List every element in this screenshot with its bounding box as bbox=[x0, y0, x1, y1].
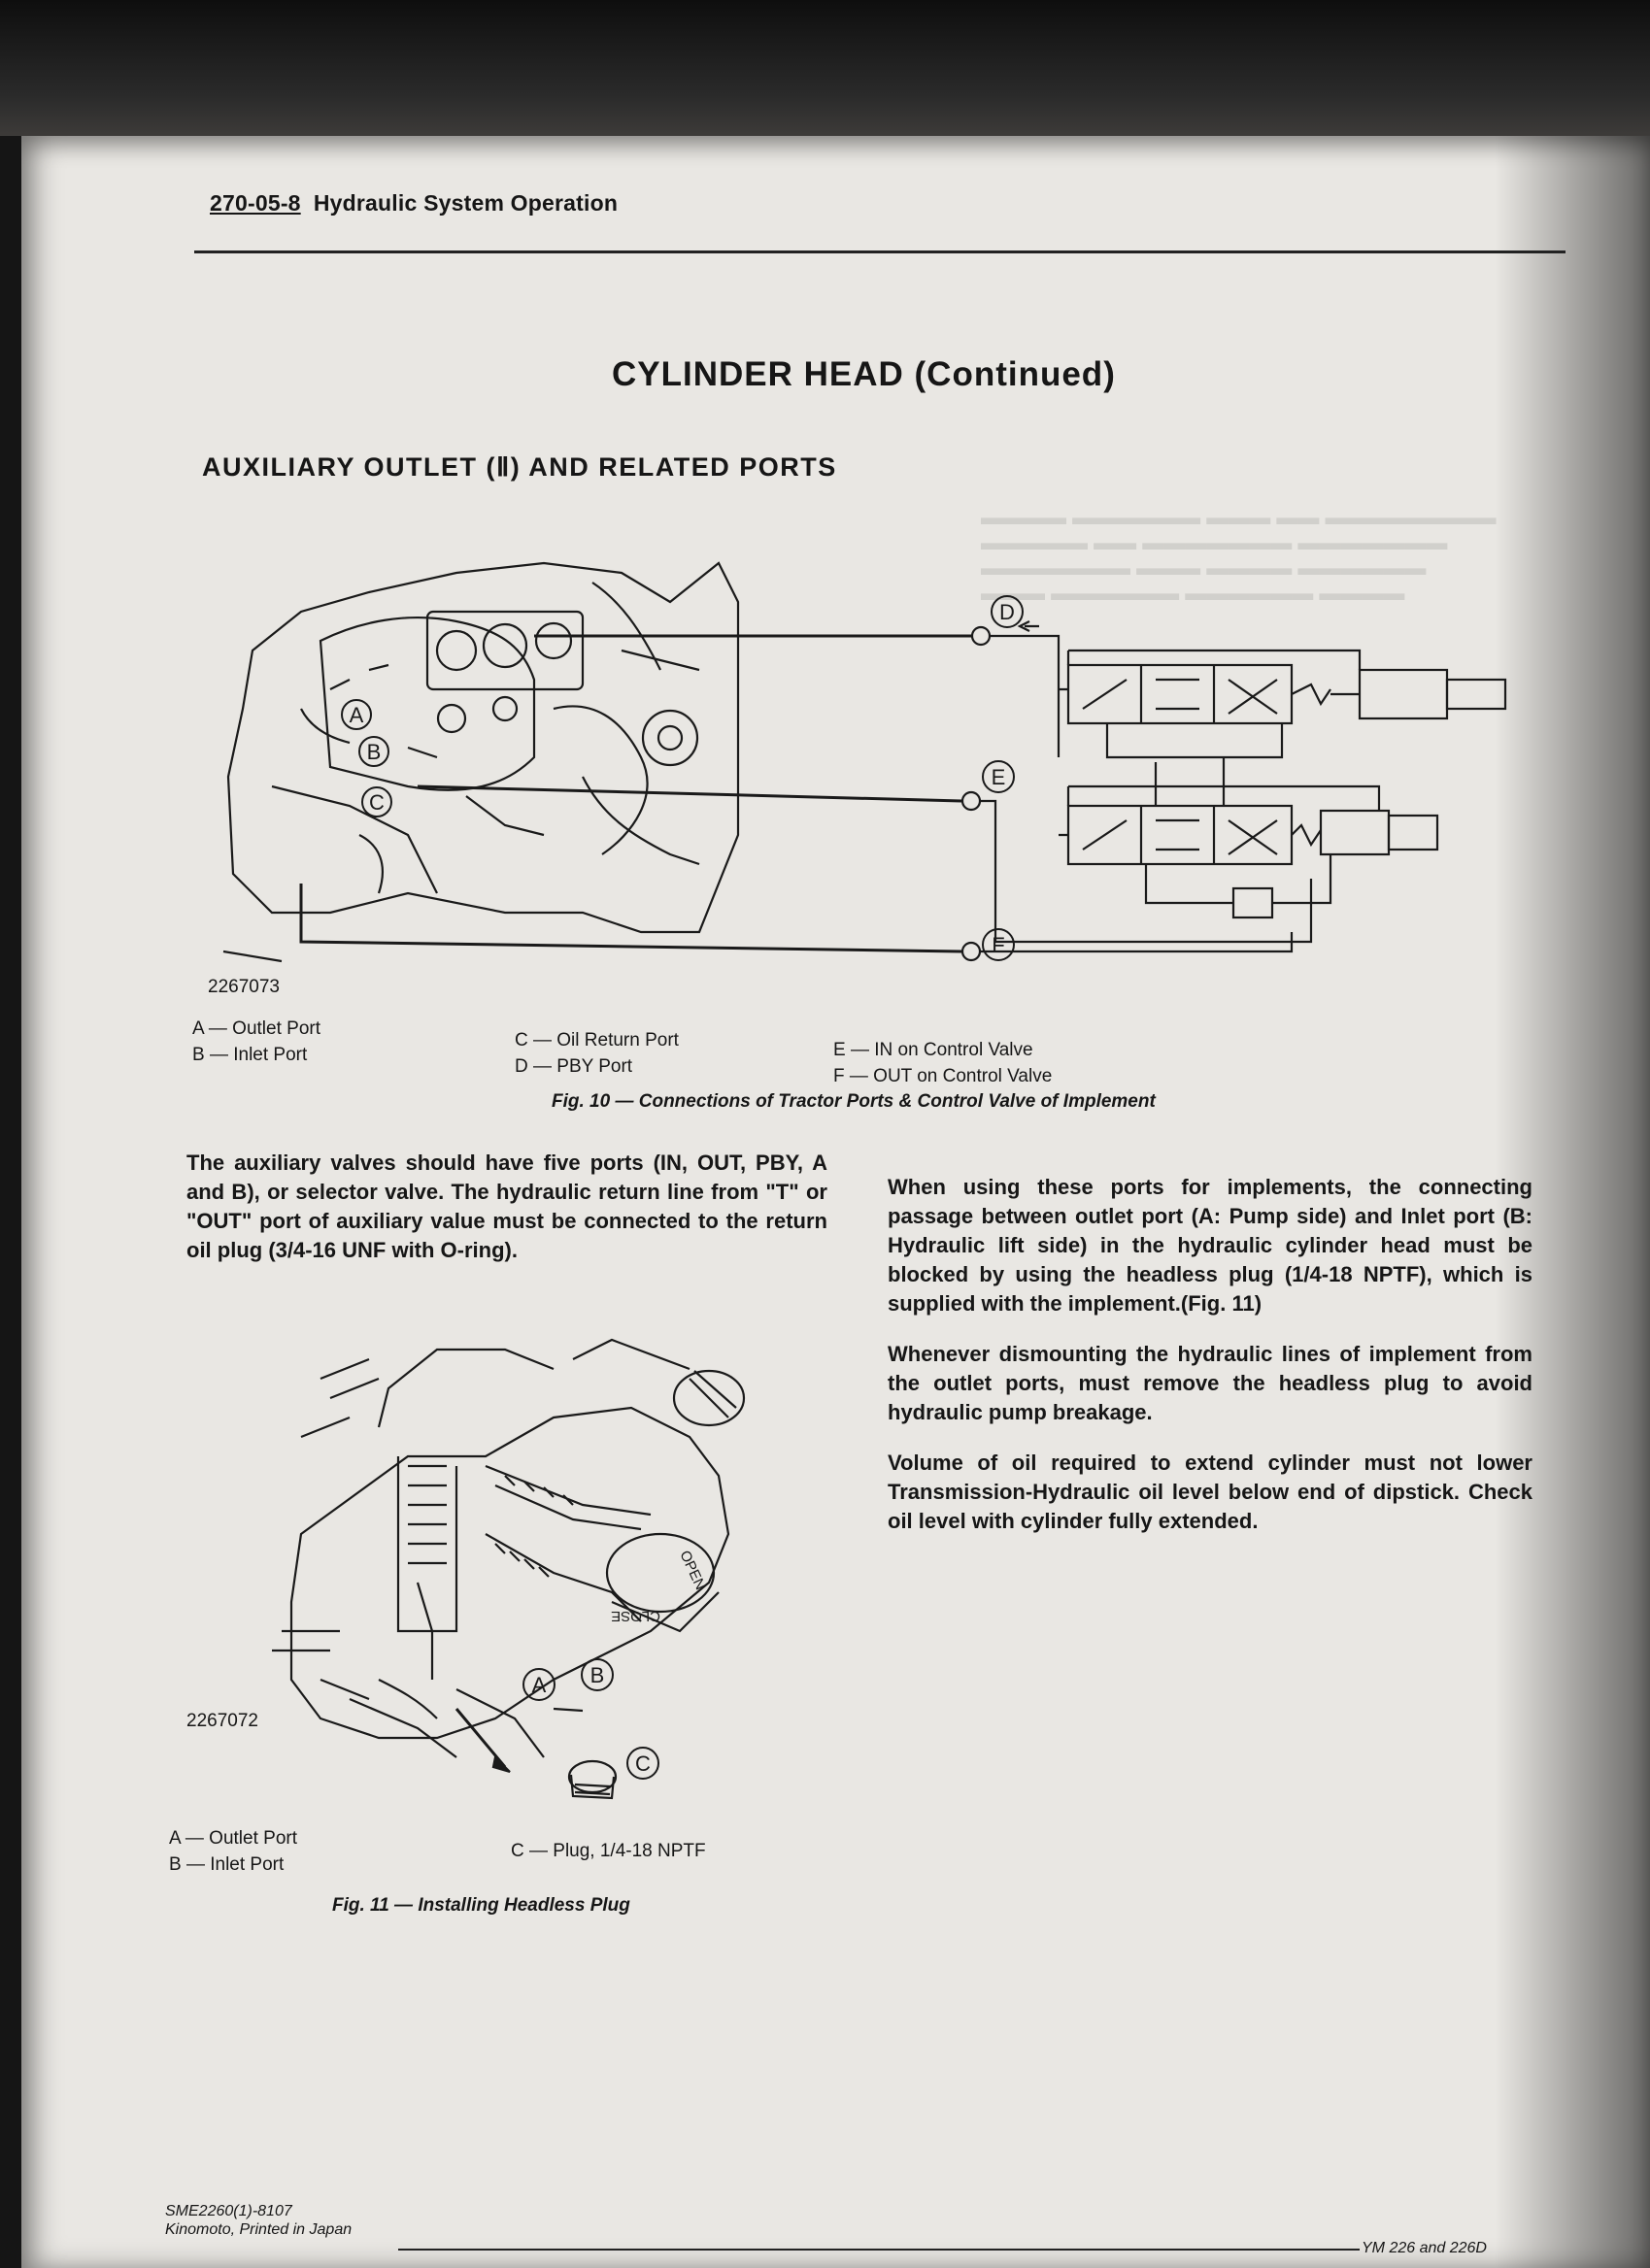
scan-background bbox=[0, 0, 1650, 136]
left-paragraph: The auxiliary valves should have five po… bbox=[186, 1151, 827, 1262]
right-paragraph-2: Whenever dismounting the hydraulic lines… bbox=[888, 1342, 1532, 1424]
header-code: 270-05-8 bbox=[210, 190, 301, 216]
header-rule bbox=[194, 250, 1566, 253]
footer-model: YM 226 and 226D bbox=[1362, 2240, 1487, 2256]
fig10-callout-d: D bbox=[999, 600, 1015, 624]
fig10-code: 2267073 bbox=[208, 977, 280, 997]
fig10-legend-e: E — IN on Control Valve bbox=[833, 1040, 1033, 1060]
fig10-legend-c: C — Oil Return Port bbox=[515, 1030, 679, 1051]
fig10-legend-col3: E — IN on Control Valve F — OUT on Contr… bbox=[833, 1037, 1052, 1089]
manual-page bbox=[21, 136, 1650, 2268]
page-footer-left: SME2260(1)-8107 Kinomoto, Printed in Jap… bbox=[165, 2202, 352, 2239]
fig11-legend-c: C — Plug, 1/4-18 NPTF bbox=[511, 1841, 706, 1861]
fig11-callout-a: A bbox=[532, 1673, 547, 1697]
footer-rule bbox=[398, 2249, 1360, 2251]
fig10-legend-col1: A — Outlet Port B — Inlet Port bbox=[192, 1016, 320, 1068]
left-column-text: The auxiliary valves should have five po… bbox=[186, 1149, 827, 1286]
fig11-knob-close: CLOSE bbox=[611, 1608, 660, 1624]
right-paragraph-1: When using these ports for implements, t… bbox=[888, 1175, 1532, 1316]
footer-printer: Kinomoto, Printed in Japan bbox=[165, 2221, 353, 2238]
fig10-legend-d: D — PBY Port bbox=[515, 1056, 633, 1077]
fig10-legend-a: A — Outlet Port bbox=[192, 1018, 320, 1039]
fig10-legend-b: B — Inlet Port bbox=[192, 1045, 308, 1065]
fig11-legend-b: B — Inlet Port bbox=[169, 1854, 285, 1875]
fig10-callout-e: E bbox=[992, 765, 1006, 789]
fig10-callout-a: A bbox=[350, 703, 364, 727]
fig10-legend-col2: C — Oil Return Port D — PBY Port bbox=[515, 1027, 679, 1080]
page-title: CYLINDER HEAD (Continued) bbox=[612, 355, 1116, 393]
section-subtitle: AUXILIARY OUTLET (Ⅱ) AND RELATED PORTS bbox=[202, 452, 837, 482]
page-edge-shadow bbox=[1495, 136, 1650, 2268]
fig10-callout-c: C bbox=[369, 790, 385, 815]
fig11-code: 2267072 bbox=[186, 1711, 258, 1731]
page-header: 270-05-8 Hydraulic System Operation bbox=[210, 190, 618, 217]
fig11-callout-b: B bbox=[590, 1663, 605, 1687]
fig11-legend-a: A — Outlet Port bbox=[169, 1828, 297, 1849]
fig10-callout-f: F bbox=[992, 933, 1004, 957]
header-section: Hydraulic System Operation bbox=[313, 190, 619, 216]
fig11-caption: Fig. 11 — Installing Headless Plug bbox=[332, 1895, 630, 1916]
fig10-caption: Fig. 10 — Connections of Tractor Ports &… bbox=[552, 1091, 1156, 1112]
figure-10-diagram: A B C D E F bbox=[222, 561, 1507, 963]
bleed-through-text: ▬▬▬▬ ▬▬▬▬▬▬ ▬▬▬ ▬▬ ▬▬▬▬▬▬▬▬▬▬▬▬▬ ▬▬ ▬▬▬▬… bbox=[981, 505, 1497, 605]
right-paragraph-3: Volume of oil required to extend cylinde… bbox=[888, 1451, 1532, 1533]
fig11-knob-open: OPEN bbox=[676, 1549, 708, 1593]
fig11-legend-col1: A — Outlet Port B — Inlet Port bbox=[169, 1825, 297, 1878]
figure-11-diagram: OPEN CLOSE A B C bbox=[272, 1338, 746, 1800]
fig11-callout-c: C bbox=[635, 1751, 651, 1776]
fig11-legend-col2: C — Plug, 1/4-18 NPTF bbox=[511, 1838, 706, 1864]
fig10-legend-f: F — OUT on Control Valve bbox=[833, 1066, 1053, 1086]
fig10-callout-b: B bbox=[367, 740, 382, 764]
right-column-text: When using these ports for implements, t… bbox=[888, 1173, 1532, 1557]
footer-doc-number: SME2260(1)-8107 bbox=[165, 2203, 292, 2219]
